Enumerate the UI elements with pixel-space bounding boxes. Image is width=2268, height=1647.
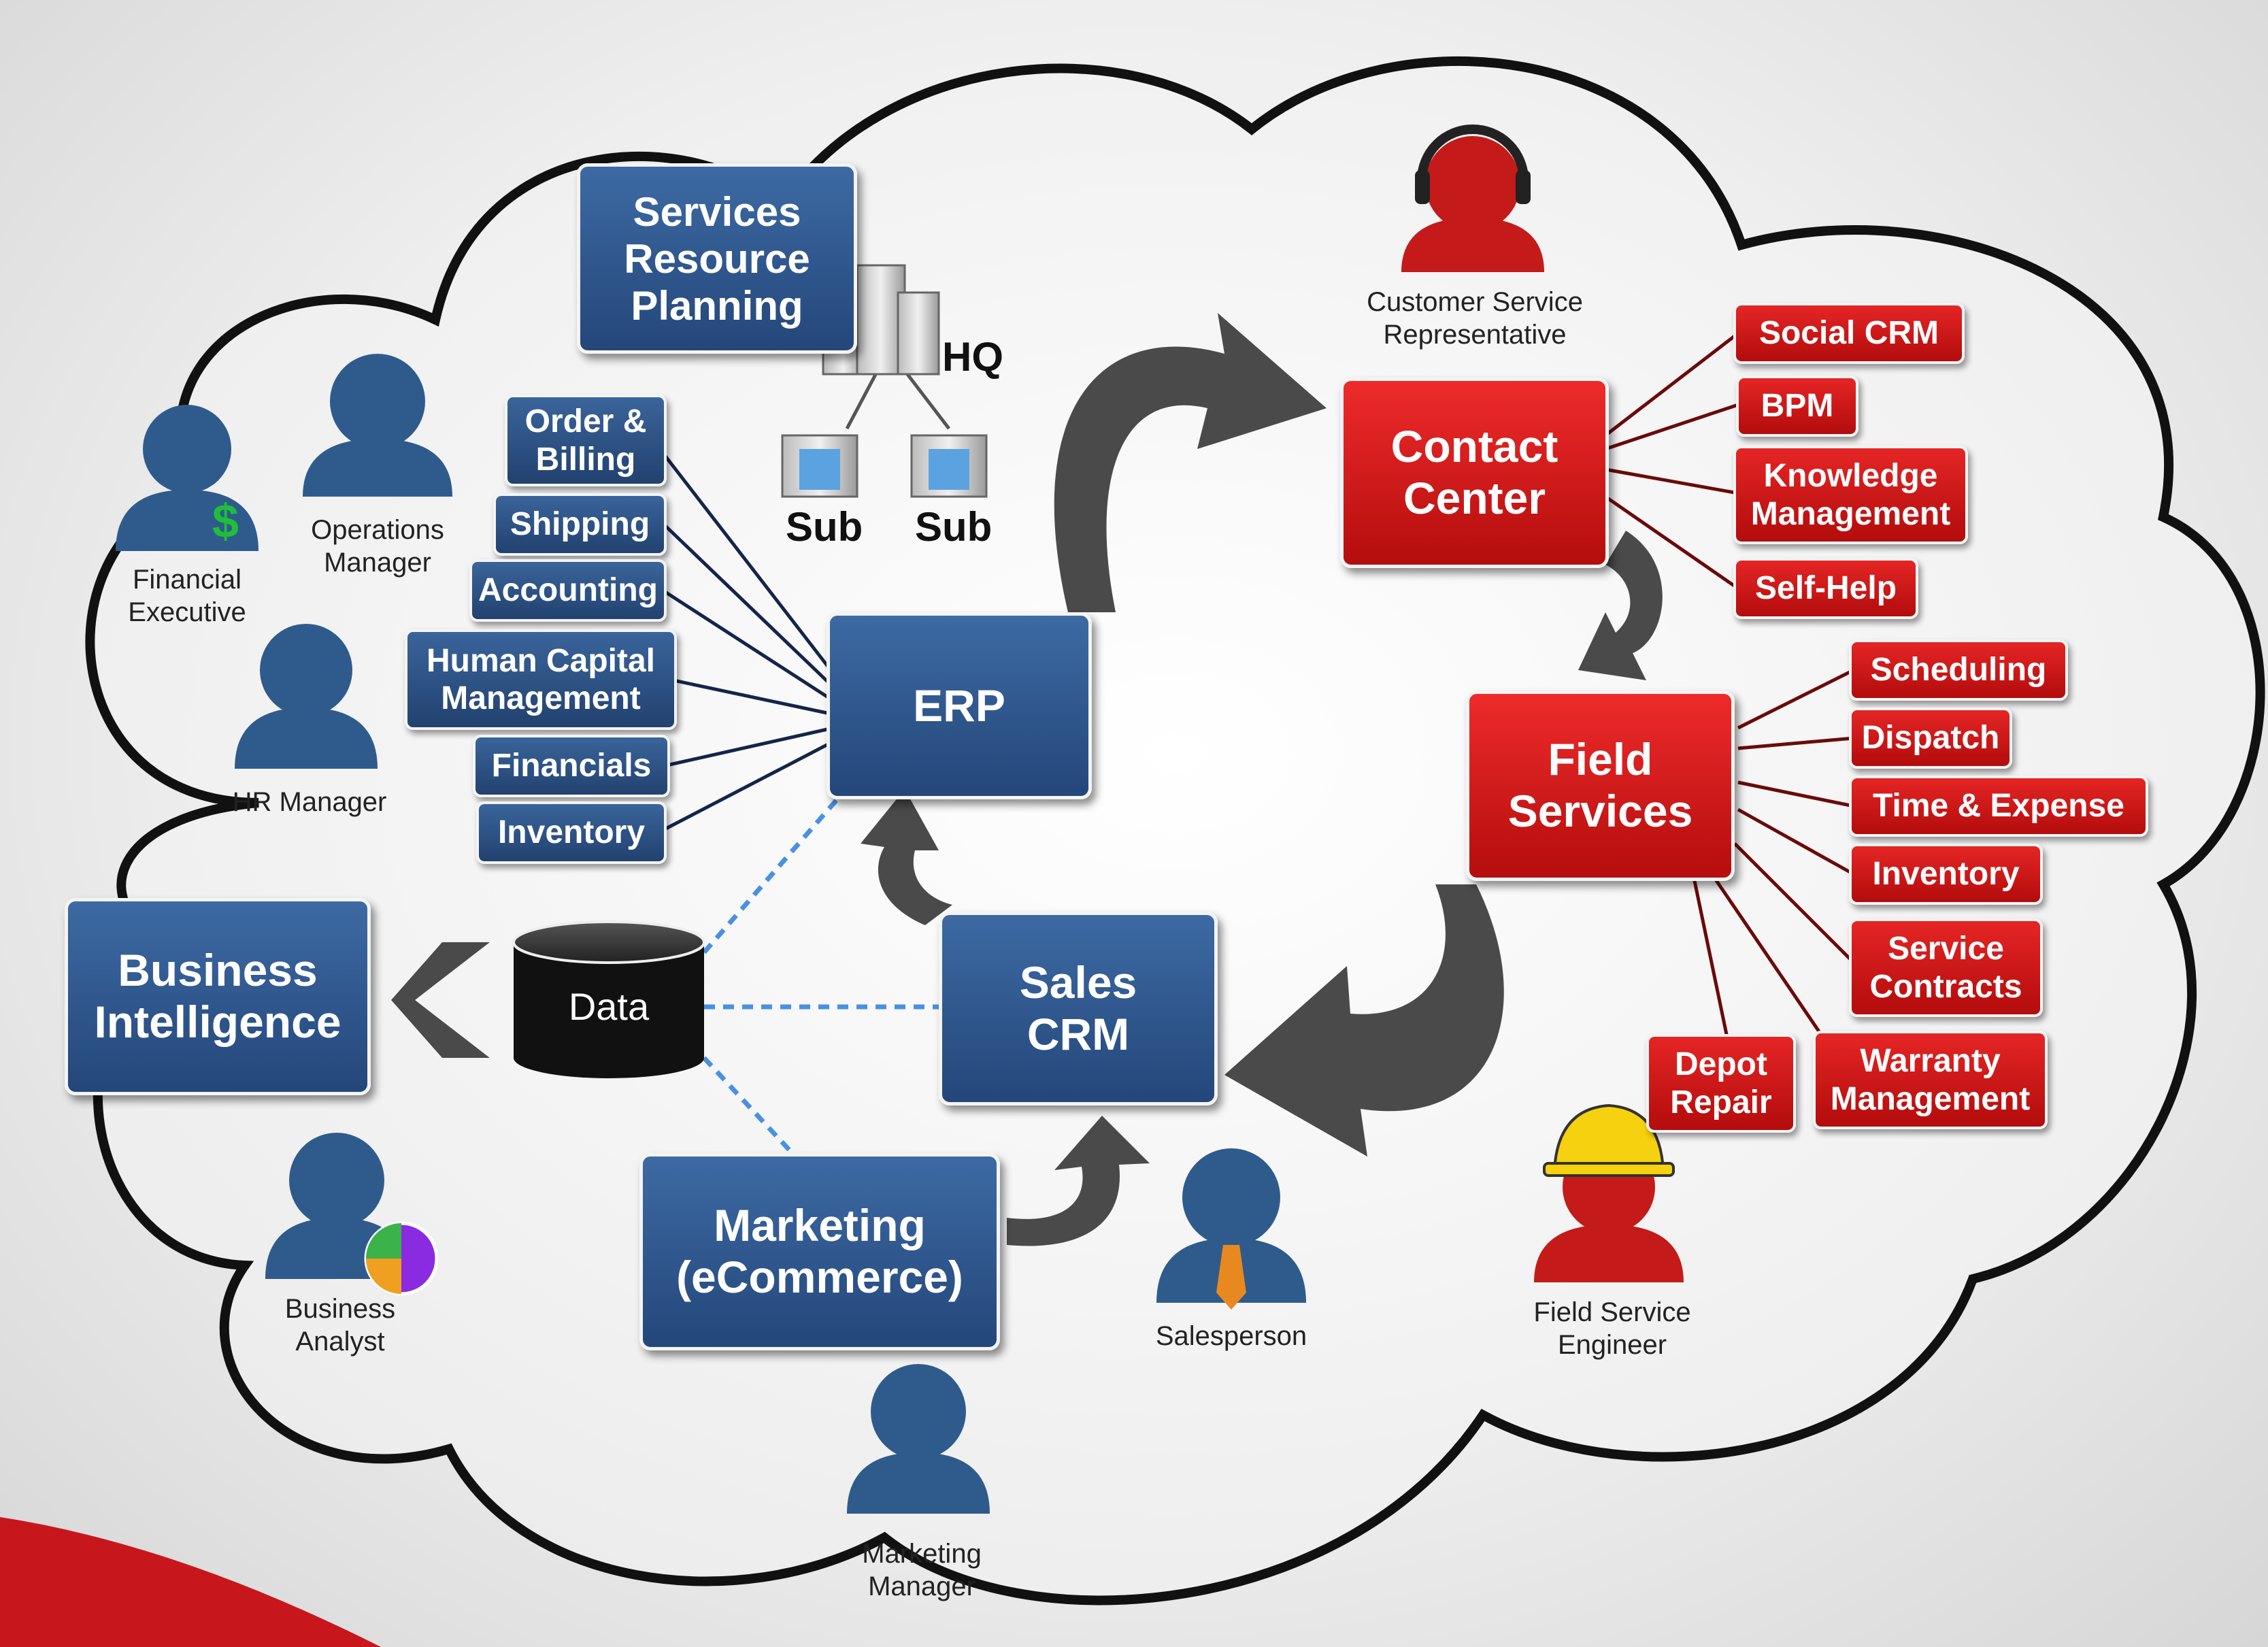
erp-label: ERP [913,680,1005,731]
data-links [702,794,939,1152]
hr-manager-label: HR Manager [232,787,387,817]
contact-center-label: Contact Center [1390,421,1558,523]
financial-executive-icon: $ [116,405,259,551]
fs-module-label: Time & Expense [1873,788,2124,825]
sub-right-label: Sub [915,504,993,550]
erp-module-inventory: Inventory [476,801,667,864]
erp-module-label: Shipping [510,506,650,543]
field-services-label: Field Services [1507,734,1693,836]
field-service-engineer-label: Field Service Engineer [1533,1297,1691,1360]
sub-building-right-icon [910,434,988,498]
operations-manager-icon [303,354,452,497]
erp-module-accounting: Accounting [469,559,667,622]
operations-manager-label: Operations Manager [311,515,444,578]
fs-module-service-contracts: Service Contracts [1849,918,2043,1017]
erp-module-label: Order & Billing [524,403,647,478]
business-analyst-label: Business Analyst [284,1294,396,1357]
services-resource-planning-label: Services Resource Planning [624,188,810,329]
fs-module-label: Warranty Management [1830,1043,2031,1117]
cc-module-self-help: Self-Help [1733,558,1918,619]
contact-center-box: Contact Center [1340,378,1609,568]
sub-left-label: Sub [786,504,863,550]
business-analyst-icon [265,1133,439,1296]
fs-module-label: Inventory [1872,856,2020,893]
erp-module-label: Financials [491,748,652,784]
salesperson-label: Salesperson [1155,1321,1307,1351]
business-intelligence-label: Business Intelligence [94,945,341,1047]
field-services-connectors [1692,668,1855,1042]
erp-module-label: Accounting [478,572,658,609]
erp-module-shipping: Shipping [493,493,667,556]
fs-module-label: Scheduling [1870,652,2047,688]
erp-connectors [658,448,835,832]
red-swoosh [0,1517,381,1647]
erp-module-label: Inventory [497,814,646,851]
erp-module-label: Human Capital Management [426,642,656,716]
hq-building-icon [822,264,940,376]
marketing-label: Marketing (eCommerce) [676,1200,963,1302]
services-resource-planning-box: Services Resource Planning [577,163,857,354]
marketing-box: Marketing (eCommerce) [639,1153,1000,1350]
hr-manager-icon [235,624,378,769]
erp-module-order-billing: Order & Billing [505,395,667,486]
field-service-engineer-icon [1534,1103,1684,1282]
cc-module-label: BPM [1761,388,1834,425]
customer-service-rep-label: Customer Service Representative [1367,287,1583,350]
data-store-label: Data [568,984,650,1028]
business-intelligence-box: Business Intelligence [65,898,371,1095]
fs-module-time-expense: Time & Expense [1849,776,2148,837]
cc-module-label: Self-Help [1754,570,1897,607]
fs-module-depot-repair: Depot Repair [1646,1034,1796,1133]
fs-module-warranty-management: Warranty Management [1813,1031,2048,1129]
svg-text:$: $ [212,495,239,548]
erp-box: ERP [827,612,1092,799]
fs-module-label: Service Contracts [1869,931,2022,1005]
customer-service-rep-icon [1401,124,1544,272]
fs-module-label: Dispatch [1861,720,2000,756]
contact-center-connectors [1604,332,1739,590]
cc-module-label: Social CRM [1758,315,1939,352]
cc-module-label: Knowledge Management [1750,458,1951,532]
sub-building-left-icon [781,434,858,498]
fs-module-inventory: Inventory [1849,844,2043,905]
field-services-box: Field Services [1466,691,1735,881]
financial-executive-label: Financial Executive [128,565,246,627]
fs-module-dispatch: Dispatch [1849,708,2012,769]
hq-label: HQ [942,334,1003,380]
marketing-manager-label: Marketing Manager [862,1539,982,1601]
sales-crm-box: Sales CRM [939,912,1218,1105]
marketing-manager-icon [847,1364,990,1514]
salesperson-icon [1156,1148,1306,1310]
erp-module-financials: Financials [473,735,670,797]
hq-connectors [845,369,950,430]
data-cylinder [512,920,705,1078]
erp-module-human-capital: Human Capital Management [405,629,677,730]
cc-module-social-crm: Social CRM [1733,303,1965,364]
fs-module-label: Depot Repair [1670,1046,1772,1120]
cc-module-knowledge-management: Knowledge Management [1733,446,1968,544]
sales-crm-label: Sales CRM [1019,956,1137,1059]
flow-arrows [391,313,1663,1246]
fs-module-scheduling: Scheduling [1849,639,2068,701]
cc-module-bpm: BPM [1736,376,1858,437]
